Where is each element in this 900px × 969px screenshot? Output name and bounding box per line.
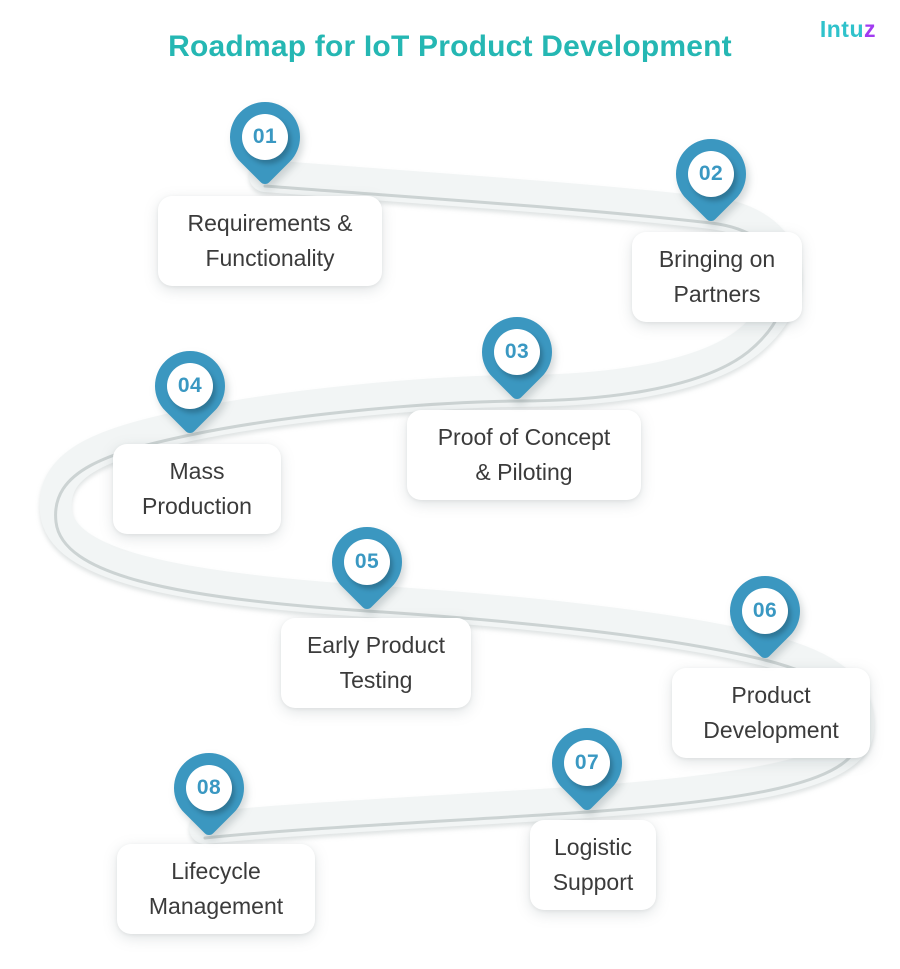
pin-number: 02: [698, 162, 724, 185]
step-label-line: Product: [731, 682, 811, 708]
pin-number-circle: 01: [242, 114, 288, 160]
pin-number-circle: 02: [688, 151, 734, 197]
step-label-card: Early Product Testing: [281, 618, 471, 708]
step-label-line: Early Product: [306, 632, 446, 658]
page-title: Roadmap for IoT Product Development: [168, 30, 732, 63]
logo-text-accent: z: [864, 16, 876, 42]
location-pin-icon: 04: [140, 336, 240, 436]
step-label-line: Proof of Concept: [437, 424, 611, 450]
step-label-line: Management: [148, 893, 284, 919]
step-label-line: Bringing on: [658, 246, 776, 272]
step-label-line: Development: [703, 717, 839, 743]
step-label-line: Testing: [339, 667, 413, 693]
pin-number-circle: 06: [742, 588, 788, 634]
step-label-line: Lifecycle: [171, 858, 261, 884]
location-pin-icon: 07: [537, 713, 637, 813]
step-label-card: Lifecycle Management: [117, 844, 315, 934]
step-label-line: Support: [552, 869, 634, 895]
step-label-line: Logistic: [554, 834, 632, 860]
location-pin-icon: 02: [661, 124, 761, 224]
step-label-line: & Piloting: [475, 459, 573, 485]
pin-number-circle: 08: [186, 765, 232, 811]
pin-number: 04: [177, 374, 203, 397]
pin-number-circle: 05: [344, 539, 390, 585]
step-label-card: Product Development: [672, 668, 870, 758]
pin-number-circle: 03: [494, 329, 540, 375]
step-label-line: Requirements &: [187, 210, 353, 236]
step-label-card: Requirements & Functionality: [158, 196, 382, 286]
pin-number: 05: [354, 550, 380, 573]
step-label-line: Functionality: [205, 245, 335, 271]
intuz-logo: Intuz: [820, 16, 876, 43]
pin-number: 03: [504, 340, 530, 363]
step-label-card: Mass Production: [113, 444, 281, 534]
step-label-line: Production: [142, 493, 252, 519]
pin-number: 08: [196, 776, 222, 799]
location-pin-icon: 05: [317, 512, 417, 612]
pin-number-circle: 04: [167, 363, 213, 409]
pin-number: 07: [574, 751, 600, 774]
step-label-card: Logistic Support: [530, 820, 656, 910]
location-pin-icon: 03: [467, 302, 567, 402]
location-pin-icon: 06: [715, 561, 815, 661]
step-label-card: Proof of Concept & Piloting: [407, 410, 641, 500]
location-pin-icon: 08: [159, 738, 259, 838]
pin-number: 01: [252, 125, 278, 148]
step-label-line: Mass: [169, 458, 225, 484]
pin-number-circle: 07: [564, 740, 610, 786]
pin-number: 06: [752, 599, 778, 622]
location-pin-icon: 01: [215, 87, 315, 187]
step-label-line: Partners: [673, 281, 761, 307]
step-label-card: Bringing on Partners: [632, 232, 802, 322]
logo-text-main: Intu: [819, 16, 864, 42]
